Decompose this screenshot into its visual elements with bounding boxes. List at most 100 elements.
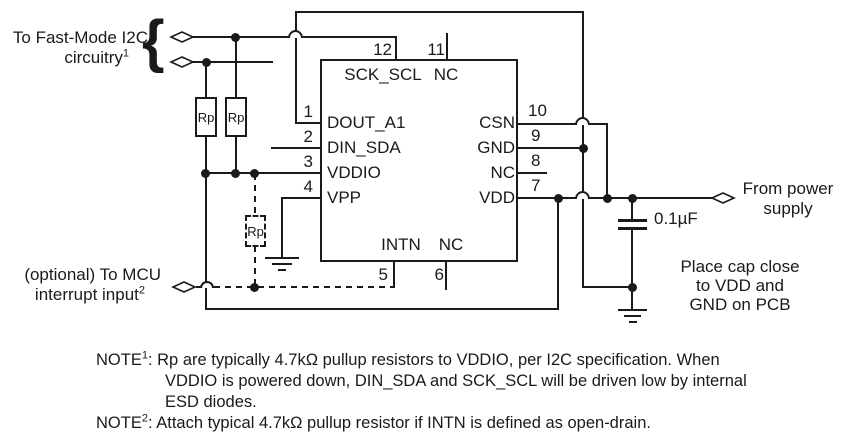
pin1-name: DOUT_A1 [327, 113, 406, 132]
pin4-name: VPP [327, 188, 362, 207]
wire-bottom-rail [205, 308, 559, 310]
wire-rp-right-top-lead [235, 37, 237, 98]
pin2-number: 2 [303, 127, 313, 146]
intn-connector-diamond[interactable] [171, 281, 197, 293]
wire-vddio [205, 172, 322, 174]
wire-scl-right [303, 36, 397, 38]
scl-connector-diamond[interactable] [169, 31, 195, 43]
junction-scl-rp [231, 33, 240, 42]
capacitor-value: 0.1µF [654, 209, 698, 228]
wire-csn-vertical [606, 123, 608, 199]
note1-line2: VDDIO is powered down, DIN_SDA and SCK_S… [165, 372, 747, 390]
junction-vddio-left [201, 169, 210, 178]
pin12-number: 12 [373, 40, 392, 59]
i2c-brace: { [142, 9, 165, 74]
pin11-name: NC [433, 65, 459, 84]
wire-intn-dash-b [214, 286, 394, 288]
resistor-rp-left: Rp [195, 97, 217, 137]
i2c-label-line2: circuitry1 [64, 47, 129, 67]
pin7-number: 7 [531, 176, 541, 195]
resistor-rp-optional-label: Rp [247, 223, 264, 239]
note1-sup: 1 [141, 349, 148, 362]
wire-cap-bottom-lead [631, 229, 633, 310]
wire-pin11-stub [446, 33, 448, 60]
pin5-number: 5 [378, 265, 388, 284]
mcu-label-sup: 2 [138, 284, 145, 297]
wire-intn-dash-a [196, 286, 202, 288]
pin11-number: 11 [427, 40, 445, 59]
pin2-name: DIN_SDA [327, 138, 401, 157]
junction-intn-rpopt [250, 283, 259, 292]
wire-dout-vertical [295, 11, 297, 124]
junction-sda-rp [202, 58, 211, 67]
i2c-label-line1: To Fast-Mode I2C [12, 28, 148, 47]
capacitor-plate-bottom [618, 227, 647, 230]
pin8-number: 8 [531, 151, 541, 170]
note1-line3: ESD diodes. [165, 393, 257, 411]
resistor-rp-right-label: Rp [227, 109, 245, 125]
wire-rp-left-bottom-lead [205, 136, 207, 174]
pin12-name: SCK_SCL [344, 65, 422, 84]
wire-pin2 [271, 147, 322, 149]
junction-vdd-rail [554, 194, 563, 203]
wire-rp-left-top-lead [205, 62, 207, 98]
wire-top-rail [296, 11, 584, 13]
junction-gnd-pin9 [579, 144, 588, 153]
wire-right-rail [557, 197, 559, 310]
wire-cap-top-lead [631, 197, 633, 220]
i2c-label-sup: 1 [122, 47, 129, 60]
wire-rp-opt-bottom-lead [254, 246, 256, 288]
wire-vpp [281, 197, 322, 199]
wire-sda-left [193, 61, 273, 63]
pin1-number: 1 [303, 102, 313, 121]
wire-pin5-stub [393, 261, 395, 288]
power-label: From power supply [738, 179, 838, 219]
capacitor-plate-top [618, 219, 647, 222]
junction-vdd-cap [628, 194, 637, 203]
wire-csn-right [590, 123, 608, 125]
cap-note-line3: GND on PCB [689, 295, 791, 314]
wire-rp-right-bottom-lead [235, 136, 237, 174]
wire-vdd-right [590, 197, 713, 199]
wire-scl-left [193, 36, 289, 38]
wire-vdd-left [516, 197, 577, 199]
note1-line1: NOTE1: Rp are typically 4.7kΩ pullup res… [96, 349, 720, 369]
wire-vpp-vertical [281, 197, 283, 258]
sda-connector-diamond[interactable] [169, 56, 195, 68]
wire-pin1 [296, 122, 322, 124]
cap-note-line1: Place cap close [680, 257, 800, 276]
resistor-rp-left-label: Rp [197, 109, 215, 125]
cap-placement-note: Place cap close to VDD and GND on PCB [665, 257, 815, 314]
power-label-line2: supply [763, 199, 813, 218]
mcu-label-line2: interrupt input2 [34, 284, 145, 304]
resistor-rp-right: Rp [225, 97, 247, 137]
junction-gnd-cap [628, 283, 637, 292]
pin4-number: 4 [303, 177, 313, 196]
wire-pin6-stub [445, 261, 447, 290]
hop-vdd-over-gndnet [575, 191, 590, 199]
pin7-name: VDD [479, 188, 515, 207]
cap-note-line2: to VDD and [696, 276, 784, 295]
pin9-number: 9 [531, 126, 541, 145]
pin6-name: NC [438, 235, 464, 254]
note2-line1: NOTE2: Attach typical 4.7kΩ pullup resis… [96, 412, 651, 432]
wire-csn-left [516, 123, 577, 125]
hop-scl-over-dout [288, 30, 303, 38]
pin3-number: 3 [303, 152, 313, 171]
junction-vdd-csn [603, 194, 612, 203]
resistor-rp-optional: Rp [245, 215, 266, 247]
mcu-label-line1: (optional) To MCU [24, 265, 161, 284]
junction-vddio-rpopt [250, 169, 259, 178]
pin8-name: NC [490, 163, 515, 182]
wire-pin9-gnd [516, 147, 584, 149]
power-connector-diamond[interactable] [710, 192, 736, 204]
pin5-name: INTN [381, 235, 421, 254]
pin10-number: 10 [528, 101, 547, 120]
wire-left-rail [205, 172, 207, 310]
pin10-name: CSN [479, 113, 515, 132]
ic-body [320, 59, 518, 262]
pin3-name: VDDIO [327, 163, 381, 182]
hop-csn-over-gndnet [575, 117, 590, 125]
note2-sup: 2 [141, 412, 148, 425]
